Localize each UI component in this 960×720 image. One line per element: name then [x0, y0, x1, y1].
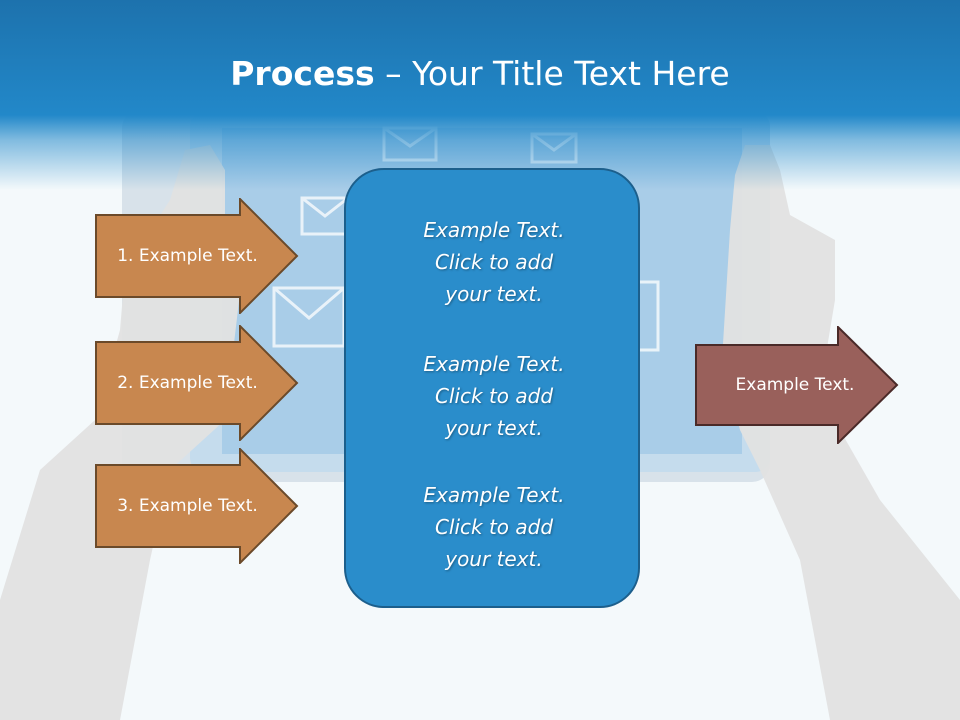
center-line: Click to add: [434, 384, 554, 408]
center-line: Example Text.: [423, 218, 565, 242]
arrow-right-icon: [695, 326, 899, 444]
arrow-right-icon: [95, 325, 299, 441]
center-line: Example Text.: [423, 483, 565, 507]
center-text-box[interactable]: Example Text. Click to add your text. Ex…: [344, 168, 640, 608]
step-label: 3. Example Text.: [117, 496, 258, 516]
title-rest: – Your Title Text Here: [374, 54, 730, 93]
center-line: your text.: [445, 282, 543, 306]
title-bar: [0, 0, 960, 190]
step-label: 2. Example Text.: [117, 373, 258, 393]
center-text-block-1: Example Text. Click to add your text.: [346, 214, 642, 310]
result-arrow[interactable]: Example Text.: [695, 326, 900, 444]
step-arrow-3[interactable]: 3. Example Text.: [95, 448, 300, 564]
center-line: your text.: [445, 416, 543, 440]
center-line: your text.: [445, 547, 543, 571]
slide-title[interactable]: Process – Your Title Text Here: [0, 52, 960, 96]
step-arrow-2[interactable]: 2. Example Text.: [95, 325, 300, 441]
center-text-block-3: Example Text. Click to add your text.: [346, 479, 642, 575]
center-line: Click to add: [434, 250, 554, 274]
arrow-right-icon: [95, 448, 299, 564]
step-label: 1. Example Text.: [117, 246, 258, 266]
center-line: Click to add: [434, 515, 554, 539]
center-text-block-2: Example Text. Click to add your text.: [346, 348, 642, 444]
center-line: Example Text.: [423, 352, 565, 376]
result-label: Example Text.: [735, 375, 855, 395]
arrow-right-icon: [95, 198, 299, 314]
title-bold: Process: [230, 54, 375, 93]
step-arrow-1[interactable]: 1. Example Text.: [95, 198, 300, 314]
